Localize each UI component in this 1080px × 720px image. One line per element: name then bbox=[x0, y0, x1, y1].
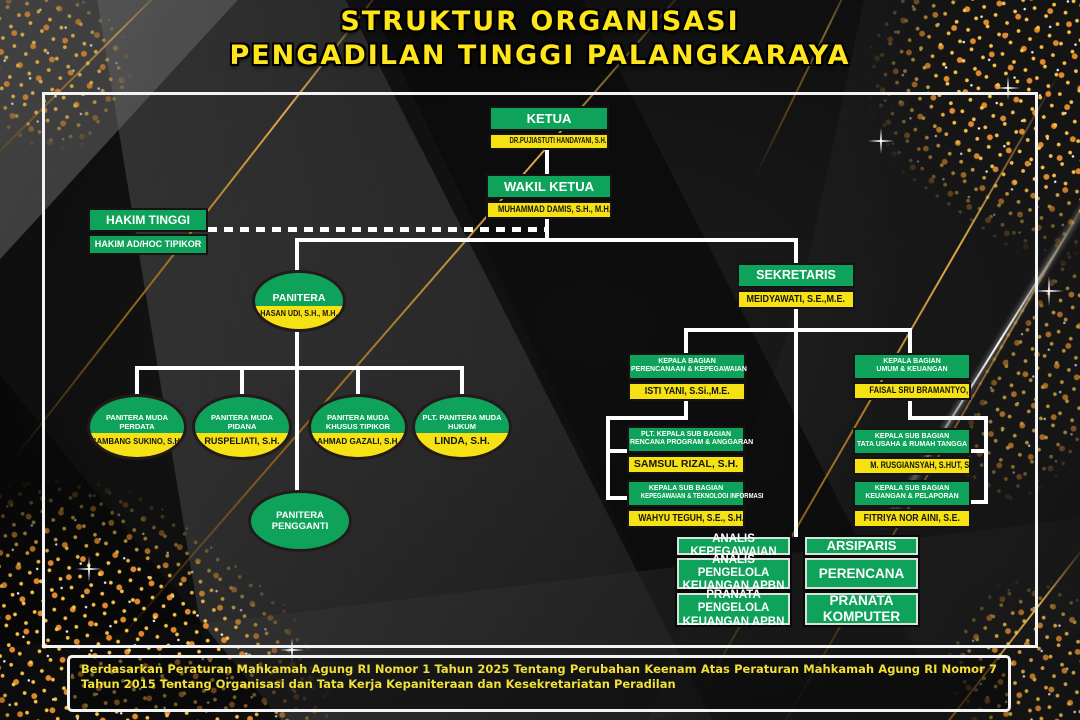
connector bbox=[545, 149, 549, 176]
connector bbox=[606, 496, 629, 500]
node-panitera: PANITERA HASAN UDI, S.H., M.H. bbox=[252, 270, 346, 332]
connector bbox=[295, 238, 798, 242]
connector bbox=[984, 416, 988, 504]
connector bbox=[606, 416, 688, 420]
connector bbox=[356, 366, 360, 396]
node-sekretaris: SEKRETARIS MEIDYAWATI, S.E.,M.E. bbox=[737, 263, 855, 309]
role-label: SEKRETARIS bbox=[737, 263, 855, 288]
connector bbox=[240, 366, 244, 396]
connector bbox=[794, 305, 798, 537]
connector bbox=[295, 329, 299, 492]
person-name: SAMSUL RIZAL, S.H. bbox=[627, 454, 745, 475]
footer-note: Berdasarkan Peraturan Mahkamah Agung RI … bbox=[67, 655, 1011, 712]
person-name: M. RUSGIANSYAH, S.HUT, S.H. bbox=[853, 456, 971, 475]
staff-pranata-komputer: PRANATA KOMPUTER bbox=[805, 593, 918, 625]
node-ketua: KETUA DR.PUJIASTUTI HANDAYANI, S.H., M.H bbox=[489, 106, 609, 151]
connector bbox=[908, 328, 912, 355]
person-name: MEIDYAWATI, S.E.,M.E. bbox=[737, 289, 855, 309]
connector bbox=[460, 366, 464, 396]
person-name: MUHAMMAD DAMIS, S.H., M.H. bbox=[486, 201, 612, 220]
connector bbox=[969, 449, 986, 453]
role-sublabel: HAKIM AD/HOC TIPIKOR bbox=[88, 234, 208, 256]
staff-pranata-pengelola-keuangan: PRANATA PENGELOLA KEUANGAN APBN bbox=[677, 589, 790, 628]
poster-title-line2: PENGADILAN TINGGI PALANGKARAYA bbox=[229, 40, 851, 71]
node-hakim-tinggi: HAKIM TINGGI HAKIM AD/HOC TIPIKOR bbox=[88, 208, 208, 256]
sparkle-glint bbox=[1034, 276, 1064, 306]
connector bbox=[135, 366, 464, 370]
staff-analis-pengelola-keuangan: ANALIS PENGELOLA KEUANGAN APBN bbox=[677, 554, 790, 592]
connector bbox=[969, 500, 986, 504]
person-name: DR.PUJIASTUTI HANDAYANI, S.H., M.H bbox=[489, 133, 609, 151]
role-label: WAKIL KETUA bbox=[486, 174, 612, 200]
person-name: FAISAL SRU BRAMANTYO, S.E. bbox=[853, 381, 971, 400]
role-label: PANITERA bbox=[255, 273, 343, 307]
connector bbox=[908, 416, 988, 420]
connector bbox=[684, 328, 688, 355]
staff-arsiparis: ARSIPARIS bbox=[805, 537, 918, 555]
person-name: WAHYU TEGUH, S.E., S.H. bbox=[627, 508, 745, 528]
connector bbox=[606, 449, 629, 453]
role-label: KETUA bbox=[489, 106, 609, 132]
role-label: PANITERA PENGGANTI bbox=[251, 493, 349, 549]
staff-perencana: PERENCANA bbox=[805, 558, 918, 589]
role-label: HAKIM TINGGI bbox=[88, 208, 208, 233]
person-name: FITRIYA NOR AINI, S.E. bbox=[853, 508, 971, 528]
poster-title-line1: STRUKTUR ORGANISASI bbox=[340, 6, 740, 37]
node-panitera-pengganti: PANITERA PENGGANTI bbox=[248, 490, 352, 552]
connector bbox=[135, 366, 139, 396]
node-wakil-ketua: WAKIL KETUA MUHAMMAD DAMIS, S.H., M.H. bbox=[486, 174, 612, 220]
person-name: ISTI YANI, S.Si.,M.E. bbox=[628, 381, 746, 401]
connector bbox=[794, 238, 798, 266]
staff-analis-kepegawaian: ANALIS KEPEGAWAIAN bbox=[677, 533, 790, 558]
connector bbox=[684, 328, 912, 332]
connector-dashed bbox=[208, 227, 547, 232]
connector bbox=[295, 238, 299, 274]
connector bbox=[606, 416, 610, 500]
